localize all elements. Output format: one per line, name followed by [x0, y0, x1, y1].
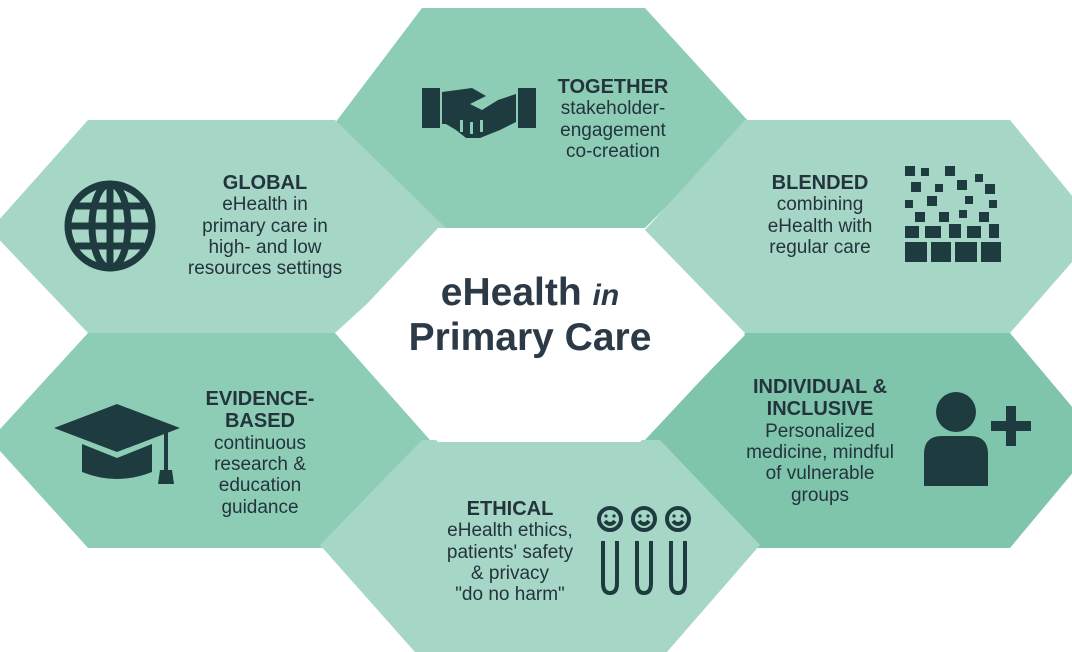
hex-global — [0, 120, 448, 333]
evidence-title-1: EVIDENCE- — [205, 388, 315, 410]
together-line-3: co-creation — [566, 140, 660, 162]
individual-title-2: INCLUSIVE — [766, 398, 874, 421]
test-tubes-smiley-icon — [597, 506, 691, 596]
individual-line-4: groups — [790, 484, 850, 506]
ethical-title: ETHICAL — [466, 498, 554, 520]
blended-line-2: eHealth with — [767, 215, 873, 237]
hex-together — [335, 8, 750, 228]
individual-line-2: medicine, mindful — [746, 442, 894, 464]
blended-line-3: regular care — [769, 236, 871, 258]
evidence-line-4: guidance — [221, 496, 299, 518]
handshake-icon — [422, 88, 536, 138]
globe-icon — [64, 180, 156, 272]
global-line-4: resources settings — [187, 258, 343, 280]
pixel-blend-icon — [905, 166, 1001, 262]
hex-center — [338, 228, 745, 442]
ethical-label: ETHICAL eHealth ethics, patients' safety… — [420, 498, 600, 605]
ethical-line-4: "do no harm" — [455, 584, 565, 606]
hex-evidence — [0, 333, 430, 548]
global-label: GLOBAL eHealth in primary care in high- … — [165, 172, 365, 279]
global-line-1: eHealth in — [222, 194, 308, 216]
evidence-line-1: continuous — [214, 432, 306, 454]
global-title: GLOBAL — [222, 172, 308, 194]
together-title: TOGETHER — [557, 76, 669, 98]
evidence-title-2: BASED — [224, 410, 295, 433]
individual-title-1: INDIVIDUAL & — [752, 376, 888, 398]
graduation-cap-icon — [54, 404, 180, 484]
together-line-2: engagement — [560, 119, 666, 141]
individual-line-3: of vulnerable — [765, 463, 875, 485]
blended-title: BLENDED — [771, 172, 869, 194]
individual-line-1: Personalized — [765, 420, 875, 442]
hex-individual — [645, 333, 1072, 548]
hex-blended — [645, 120, 1072, 333]
ethical-line-3: & privacy — [470, 562, 550, 584]
evidence-line-2: research & — [214, 454, 306, 476]
evidence-line-3: education — [218, 475, 302, 497]
center-title: eHealth in Primary Care — [408, 271, 652, 360]
individual-label: INDIVIDUAL & INCLUSIVE Personalized medi… — [720, 376, 920, 506]
together-line-1: stakeholder- — [560, 98, 666, 120]
ethical-line-2: patients' safety — [446, 541, 574, 563]
blended-label: BLENDED combining eHealth with regular c… — [740, 172, 900, 258]
blended-line-1: combining — [776, 194, 864, 216]
hex-ethical — [320, 440, 760, 652]
evidence-label: EVIDENCE- BASED continuous research & ed… — [185, 388, 335, 518]
person-plus-icon — [924, 392, 1031, 486]
together-label: TOGETHER stakeholder- engagement co-crea… — [528, 76, 698, 162]
global-line-3: high- and low — [208, 236, 322, 258]
global-line-2: primary care in — [202, 215, 328, 237]
ethical-line-1: eHealth ethics, — [447, 520, 573, 542]
